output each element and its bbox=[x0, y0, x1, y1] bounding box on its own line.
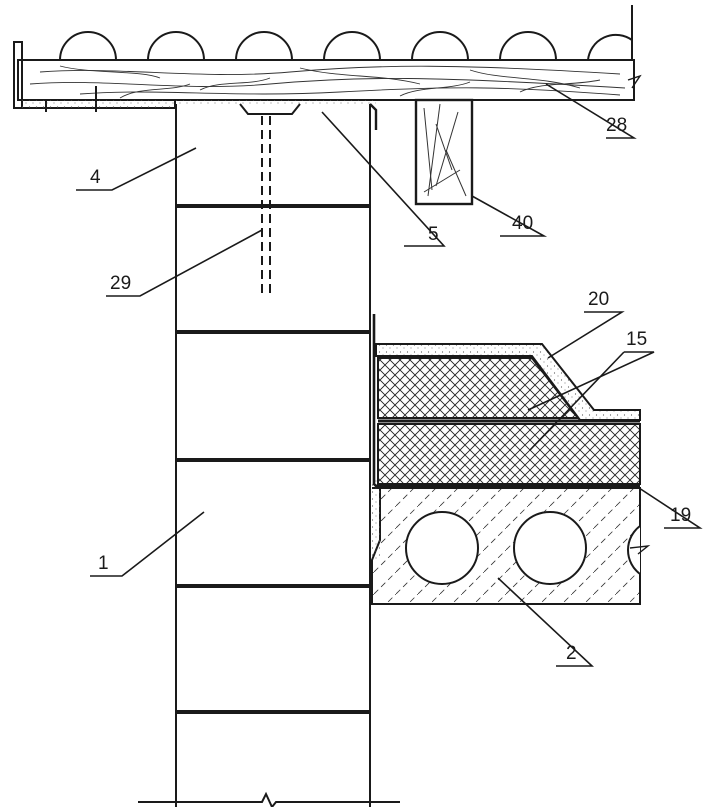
hollow-core-slab bbox=[371, 487, 651, 605]
eave-fill bbox=[22, 100, 172, 108]
wall-plate bbox=[168, 99, 378, 115]
callout-15: 15 bbox=[626, 329, 647, 350]
callout-4: 4 bbox=[90, 167, 101, 188]
timber-purlin bbox=[414, 98, 474, 206]
callout-40: 40 bbox=[512, 213, 533, 234]
anchor-rod bbox=[261, 116, 271, 298]
callout-5: 5 bbox=[428, 224, 439, 245]
callout-1: 1 bbox=[98, 553, 109, 574]
callout-20: 20 bbox=[588, 289, 609, 310]
callout-19: 19 bbox=[670, 505, 691, 526]
timber-roof-board bbox=[17, 59, 642, 101]
callout-2: 2 bbox=[566, 643, 577, 664]
roof-tile bbox=[22, 5, 633, 61]
callout-29: 29 bbox=[110, 273, 131, 294]
callout-28: 28 bbox=[606, 115, 627, 136]
masonry-wall bbox=[175, 103, 378, 807]
break-line bbox=[138, 791, 400, 807]
mortar-joint bbox=[372, 480, 380, 560]
upstand-membrane bbox=[372, 314, 379, 489]
insulation-lower bbox=[376, 423, 641, 488]
screed-layer bbox=[375, 343, 641, 421]
leader-lines bbox=[76, 83, 703, 667]
